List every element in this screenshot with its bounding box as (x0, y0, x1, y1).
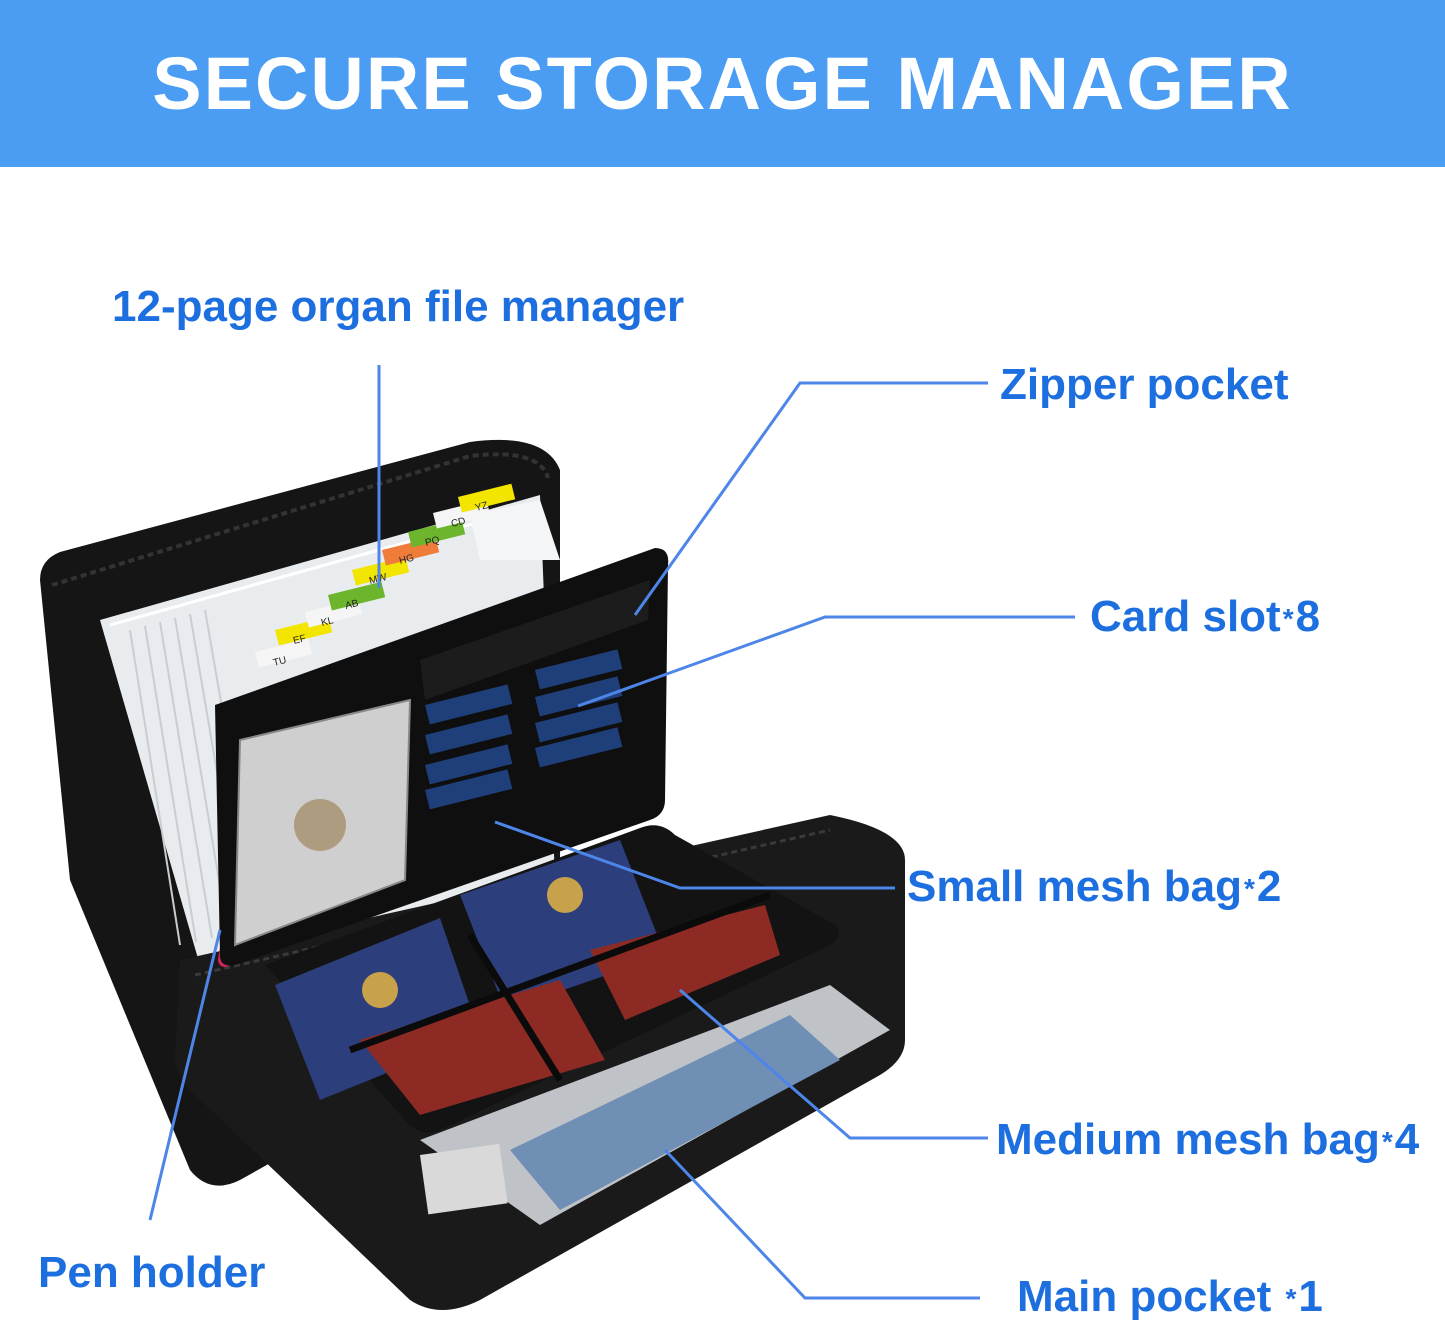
callout-card-qty: 8 (1295, 592, 1321, 641)
tab-kl-label: KL (320, 615, 335, 629)
callout-lines (148, 365, 1075, 1300)
credit-card (535, 676, 623, 717)
credit-card (535, 702, 623, 743)
passports (275, 840, 780, 1115)
tab-yz (457, 483, 516, 513)
tab-mw (352, 556, 410, 586)
medium-mesh-leader-line (679, 988, 988, 1140)
callout-card-text: Card slot (1090, 592, 1281, 641)
index-tabs: TU EF KL AB MW HG PQ CD YZ (255, 483, 516, 669)
callout-zipper-pocket: Zipper pocket (1000, 360, 1289, 410)
title-banner: SECURE STORAGE MANAGER (0, 0, 1445, 167)
callout-medium-mesh-bag: Medium mesh bag*4 (996, 1115, 1419, 1165)
pen-leader-line (148, 929, 222, 1221)
callout-main-star: * (1285, 1283, 1297, 1315)
tab-tu-label: TU (272, 655, 288, 669)
card-slots (424, 649, 623, 810)
tab-cd-label: CD (450, 516, 467, 530)
callout-zipper-text: Zipper pocket (1000, 360, 1289, 409)
tab-yz-label: YZ (474, 500, 489, 514)
tab-pq-label: PQ (424, 535, 441, 549)
callout-medium-mesh-text: Medium mesh bag (996, 1115, 1380, 1164)
callout-organ-file-manager: 12-page organ file manager (112, 282, 684, 332)
callout-main-text: Main pocket (1017, 1272, 1284, 1321)
credit-card (424, 714, 513, 755)
credit-card (535, 727, 623, 768)
tab-ab-label: AB (344, 598, 360, 612)
main-leader-line (663, 1148, 980, 1300)
callout-main-qty: 1 (1298, 1272, 1323, 1321)
tab-hg-label: HG (398, 553, 415, 567)
callout-small-mesh-qty: 2 (1256, 862, 1282, 911)
tab-pq (407, 518, 466, 548)
credit-card (424, 744, 513, 785)
callout-medium-mesh-qty: 4 (1394, 1115, 1420, 1164)
callout-medium-mesh-star: * (1381, 1126, 1393, 1158)
credit-card (425, 684, 513, 725)
tab-ef-label: EF (292, 633, 307, 647)
callout-pen-holder: Pen holder (38, 1248, 265, 1298)
tab-ab (327, 581, 386, 611)
callout-organ-text: 12-page organ file manager (112, 282, 685, 331)
callout-main-pocket: Main pocket *1 (1017, 1272, 1323, 1322)
credit-card (424, 769, 513, 810)
card-leader-line (577, 615, 1075, 708)
callout-small-mesh-bag: Small mesh bag*2 (907, 862, 1281, 912)
callout-small-mesh-text: Small mesh bag (907, 862, 1243, 911)
callout-card-slot: Card slot*8 (1090, 592, 1320, 642)
callout-card-star: * (1282, 603, 1294, 635)
zipper-leader-line (633, 381, 988, 616)
mesh-pocket (233, 698, 412, 947)
tablet (420, 985, 890, 1225)
callout-pen-text: Pen holder (38, 1248, 266, 1297)
banner-title: SECURE STORAGE MANAGER (152, 42, 1293, 125)
tab-tu (255, 638, 313, 668)
small-mesh-leader-line (494, 820, 895, 890)
callout-small-mesh-star: * (1244, 873, 1255, 905)
credit-card (535, 649, 623, 690)
